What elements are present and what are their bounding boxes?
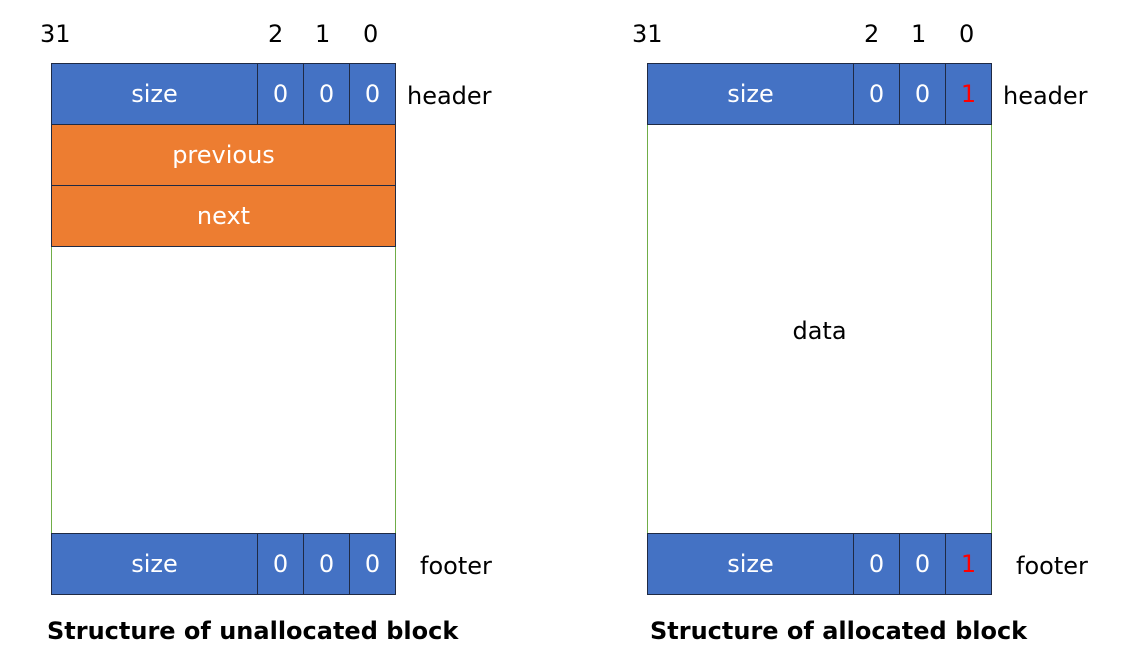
left-footer-bit-2: 0 (258, 533, 304, 595)
left-header-bit-1: 0 (304, 63, 350, 125)
right-footer-row: size 0 0 1 (647, 533, 992, 595)
right-footer-allocated-bit: 1 (946, 533, 992, 595)
right-footer-bit-2: 0 (854, 533, 900, 595)
right-footer-bit-1: 0 (900, 533, 946, 595)
right-bit-1-label: 1 (911, 20, 927, 48)
previous-pointer-row: previous (51, 124, 396, 186)
left-header-row: size 0 0 0 (51, 63, 396, 125)
left-header-size-field: size (51, 63, 258, 125)
left-bit-0-label: 0 (363, 20, 379, 48)
right-header-row: size 0 0 1 (647, 63, 992, 125)
right-bit-2-label: 2 (864, 20, 880, 48)
left-header-label: header (407, 82, 492, 110)
left-footer-bit-1: 0 (304, 533, 350, 595)
right-header-bit-2: 0 (854, 63, 900, 125)
allocated-block: size 0 0 1 data size 0 0 1 (647, 63, 992, 595)
next-pointer-field: next (51, 185, 396, 247)
left-header-bit-2: 0 (258, 63, 304, 125)
right-header-size-field: size (647, 63, 854, 125)
left-header-bit-0: 0 (350, 63, 396, 125)
next-pointer-row: next (51, 185, 396, 247)
unallocated-block: size 0 0 0 previous next size 0 0 0 (51, 63, 396, 595)
left-footer-bit-0: 0 (350, 533, 396, 595)
allocated-block-caption: Structure of allocated block (650, 617, 1028, 645)
left-bit-2-label: 2 (268, 20, 284, 48)
right-header-bit-1: 0 (900, 63, 946, 125)
left-footer-label: footer (420, 552, 492, 580)
previous-pointer-field: previous (51, 124, 396, 186)
unallocated-block-caption: Structure of unallocated block (47, 617, 459, 645)
left-bit-1-label: 1 (315, 20, 331, 48)
right-footer-label: footer (1016, 552, 1088, 580)
right-bit-0-label: 0 (959, 20, 975, 48)
right-header-label: header (1003, 82, 1088, 110)
payload-data-label: data (792, 317, 847, 345)
right-footer-size-field: size (647, 533, 854, 595)
left-footer-size-field: size (51, 533, 258, 595)
left-footer-row: size 0 0 0 (51, 533, 396, 595)
left-bit-31-label: 31 (40, 20, 71, 48)
right-bit-31-label: 31 (632, 20, 663, 48)
right-header-allocated-bit: 1 (946, 63, 992, 125)
